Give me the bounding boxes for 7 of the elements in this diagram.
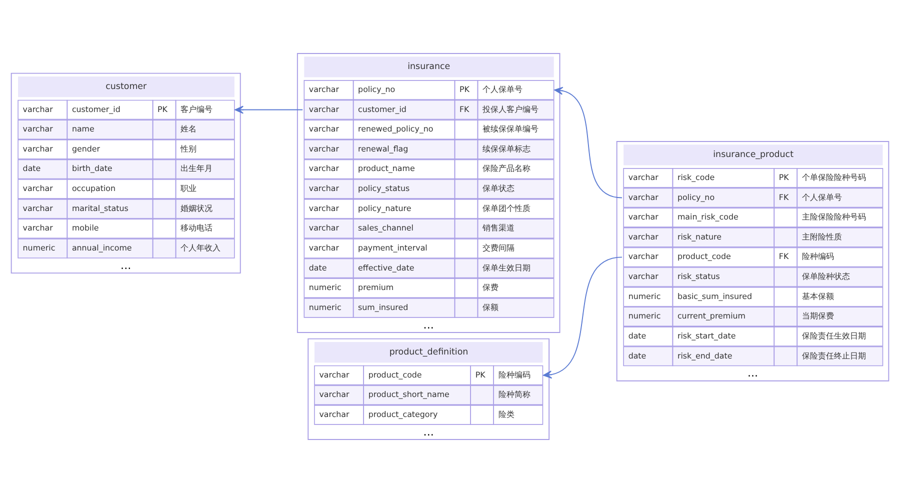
node-label: ... <box>120 258 132 272</box>
node-label: ... <box>747 366 758 380</box>
arrow <box>554 86 622 198</box>
arrow <box>234 106 304 114</box>
node-label: ... <box>423 425 434 438</box>
arrow <box>543 256 622 379</box>
node-label: ... <box>423 318 434 332</box>
